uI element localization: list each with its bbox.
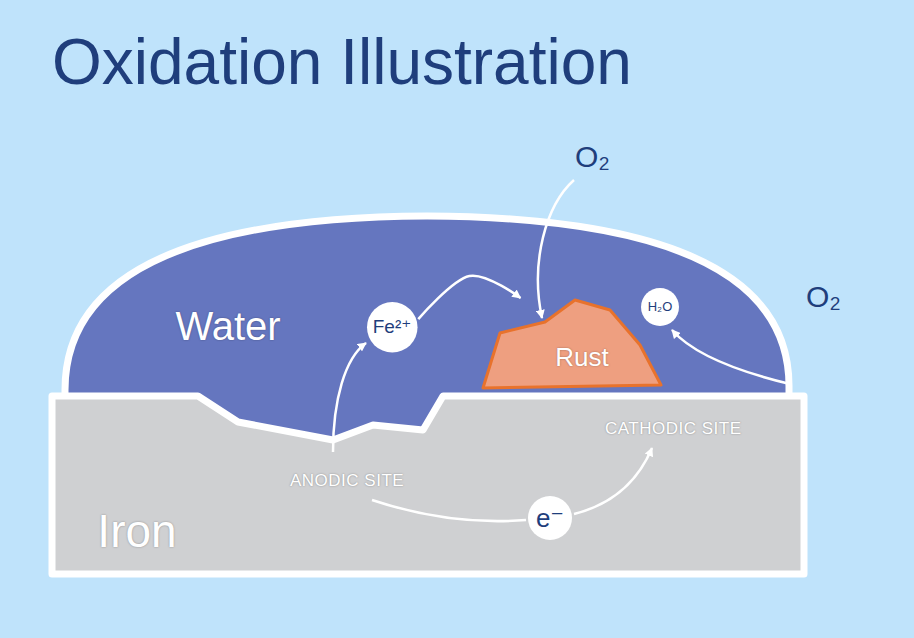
circle-fill xyxy=(641,288,679,326)
node-text: Iron xyxy=(97,506,176,557)
node-text: Fe²⁺ xyxy=(373,317,412,338)
molecule-circle: H₂O xyxy=(640,287,680,327)
shape-fill xyxy=(483,300,661,388)
rust-deposit: Rust xyxy=(480,298,664,390)
node-text: Water xyxy=(175,304,280,348)
water-region-outline xyxy=(62,210,792,450)
node-text: H₂O xyxy=(648,300,673,314)
site-label: CATHODIC SITE xyxy=(605,420,742,439)
label-anchor: O₂ xyxy=(575,140,610,173)
title-anchor: Oxidation Illustration xyxy=(52,30,632,94)
node-text: e⁻ xyxy=(536,504,564,533)
circle-fill xyxy=(528,496,572,540)
node-text: Rust xyxy=(555,343,608,372)
circle-fill xyxy=(367,302,418,353)
shape-fill xyxy=(52,396,804,574)
electron-circle: e⁻ xyxy=(527,495,573,541)
water-region: Water Fe²⁺ Rust H₂O xyxy=(62,210,792,450)
diagram-title: Oxidation Illustration xyxy=(52,30,632,94)
ion-circle: Fe²⁺ xyxy=(366,301,419,354)
label-anchor: ANODIC SITE xyxy=(290,472,404,491)
label-anchor: CATHODIC SITE xyxy=(605,420,742,439)
oxygen-label: O₂ xyxy=(806,280,841,313)
site-label: ANODIC SITE xyxy=(290,472,404,491)
oxygen-label: O₂ xyxy=(575,140,610,173)
label-anchor: O₂ xyxy=(806,280,841,313)
